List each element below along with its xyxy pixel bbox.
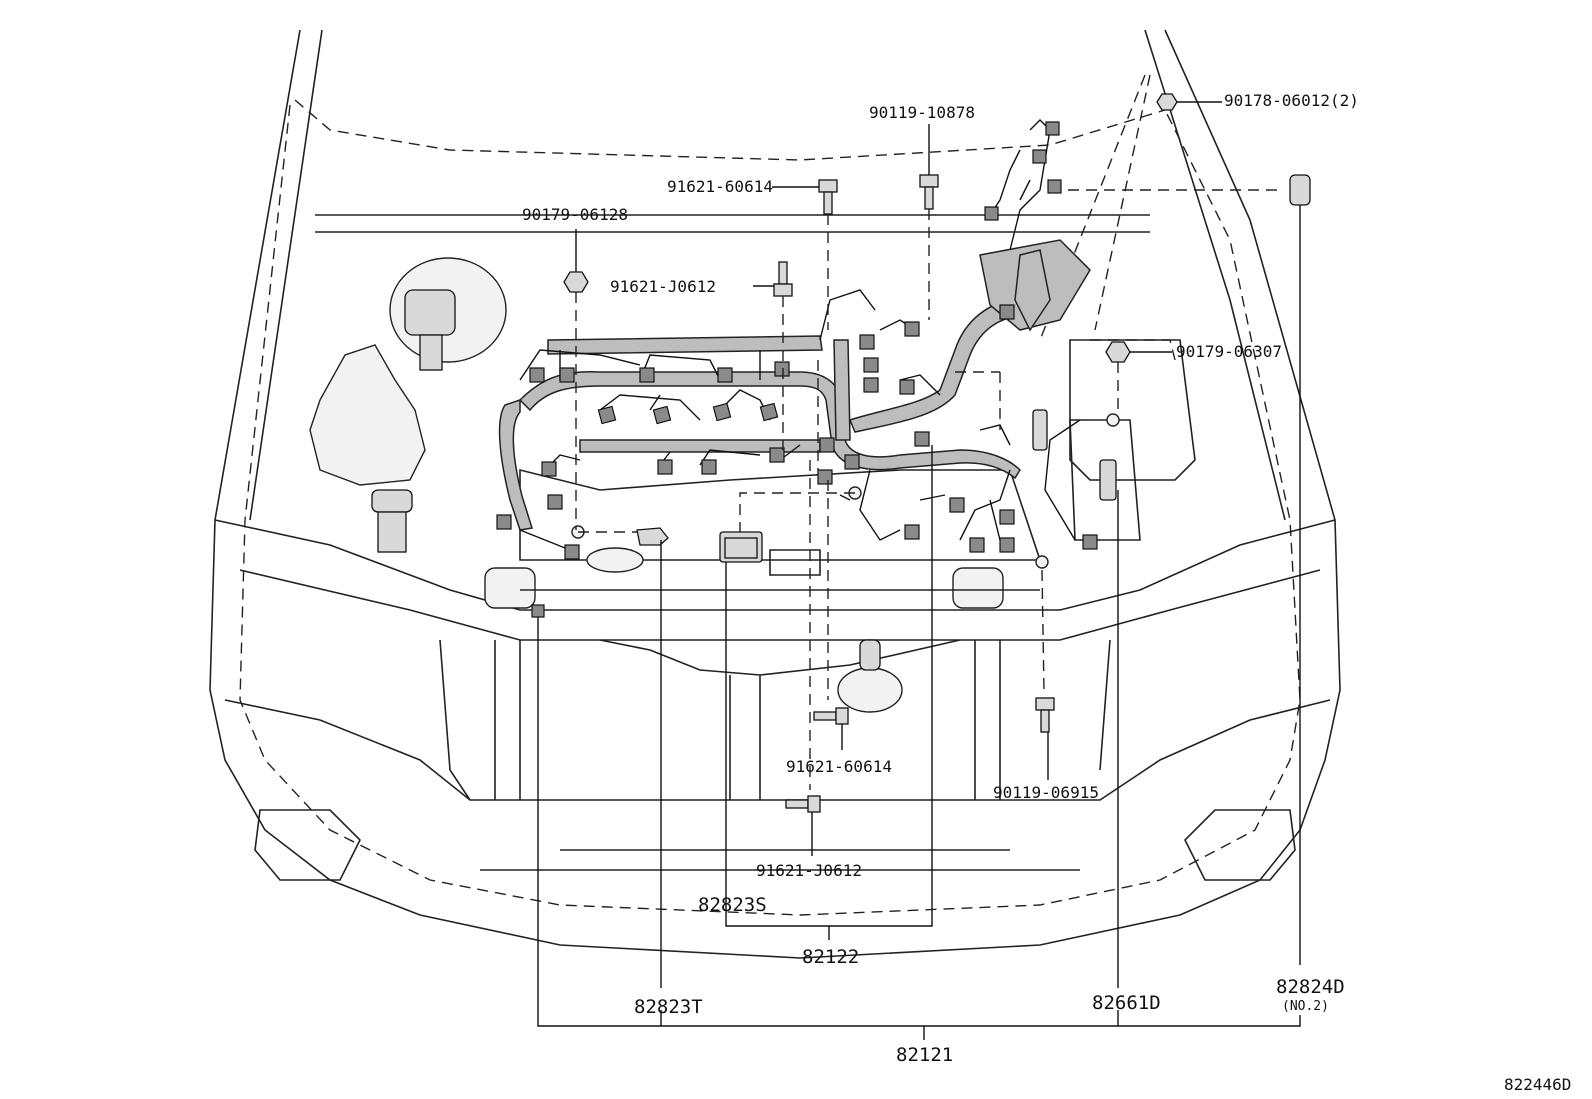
bolt-91621-J0612-upper (773, 261, 793, 297)
bolt-91621-J0612-lower (785, 795, 821, 813)
bolt-90119-10878 (919, 174, 939, 210)
engine-block (484, 468, 1042, 676)
part-label-90178-06012: 90178-06012(2) (1224, 91, 1359, 110)
bolt-91621-60614-lower (813, 707, 849, 725)
part-label-90179-06128: 90179-06128 (522, 205, 628, 224)
brake-booster (389, 257, 507, 371)
part-label-82823T: 82823T (634, 996, 703, 1018)
part-label-82661D: 82661D (1092, 992, 1161, 1014)
battery-relay-box (1069, 339, 1196, 541)
nut-90179-06128 (563, 271, 589, 293)
horn (837, 639, 903, 713)
part-label-91621-J0612-lower: 91621-J0612 (756, 861, 862, 880)
fasteners (563, 93, 1178, 813)
vehicle-body-outline (209, 29, 1341, 959)
part-label-90119-10878: 90119-10878 (869, 103, 975, 122)
bolt-91621-60614-upper (818, 179, 838, 215)
part-label-91621-60614-upper: 91621-60614 (667, 177, 773, 196)
part-label-82824D: 82824D (1276, 976, 1345, 998)
nut-90179-06307 (1105, 341, 1131, 363)
part-label-82823S: 82823S (698, 894, 767, 916)
part-label-90119-06915: 90119-06915 (993, 783, 1099, 802)
part-label-91621-J0612-upper: 91621-J0612 (610, 277, 716, 296)
wire-branches (519, 119, 1081, 551)
part-label-no2: (NO.2) (1282, 999, 1329, 1014)
harness-connectors (496, 121, 1311, 618)
part-label-82121: 82121 (896, 1044, 954, 1066)
part-label-82122: 82122 (802, 946, 860, 968)
installation-guides (575, 209, 1176, 790)
figure-id: 822446D (1504, 1075, 1572, 1094)
part-label-90179-06307: 90179-06307 (1176, 342, 1282, 361)
washer-reservoir (309, 344, 426, 553)
bolt-90119-06915 (1035, 697, 1055, 733)
leader-lines (537, 101, 1301, 1040)
part-label-91621-60614-lower: 91621-60614 (786, 757, 892, 776)
nut-90178-06012 (1156, 93, 1178, 111)
